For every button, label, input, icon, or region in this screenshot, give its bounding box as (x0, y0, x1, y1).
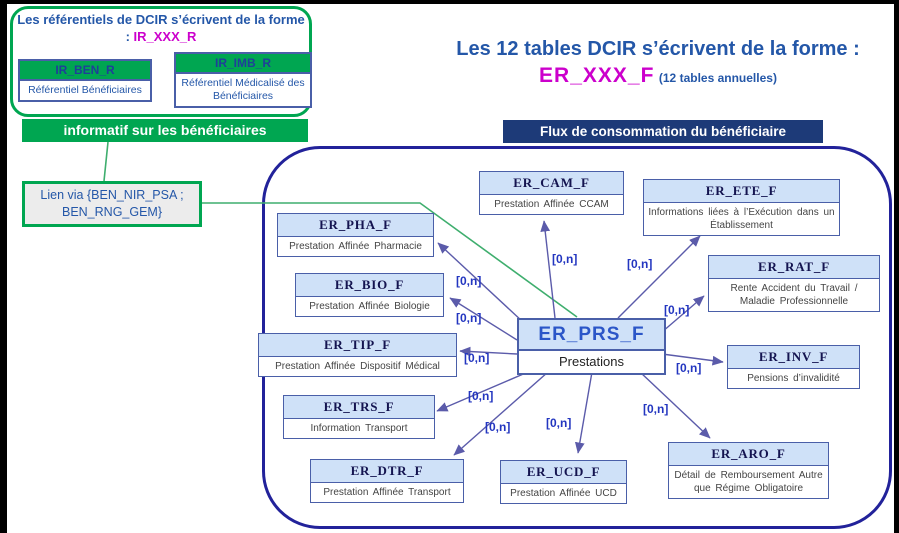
table-ir-imb-r: IR_IMB_R Référentiel Médicalisé des Béné… (174, 52, 312, 109)
table-er-aro-f-name: ER_ARO_F (669, 443, 828, 466)
table-er-dtr-f: ER_DTR_F Prestation Affinée Transport (310, 459, 464, 503)
cardinality-label-pha: [0,n] (456, 274, 482, 288)
table-er-tip-f-desc: Prestation Affinée Dispositif Médical (275, 361, 440, 372)
cardinality-label-dtr: [0,n] (485, 420, 511, 434)
cardinality-label-cam: [0,n] (552, 252, 578, 266)
table-er-ete-f: ER_ETE_F Informations liées à l’Exécutio… (643, 179, 840, 236)
cardinality-label-inv: [0,n] (676, 361, 702, 375)
table-er-pha-f: ER_PHA_F Prestation Affinée Pharmacie (277, 213, 434, 257)
table-er-trs-f-name: ER_TRS_F (284, 396, 434, 419)
cardinality-label-ete: [0,n] (627, 257, 653, 271)
table-er-bio-f-desc: Prestation Affinée Biologie (309, 301, 430, 312)
table-er-prs-f-name: ER_PRS_F (519, 320, 664, 351)
table-ir-ben-r: IR_BEN_R Référentiel Bénéficiaires (18, 59, 152, 103)
table-er-ete-f-desc: Informations liées à l’Exécution dans un… (648, 207, 835, 231)
table-er-cam-f-desc: Prestation Affinée CCAM (494, 199, 609, 210)
flux-banner: Flux de consommation du bénéficiaire (503, 120, 823, 143)
table-ir-ben-r-desc: Référentiel Bénéficiaires (28, 84, 142, 96)
table-er-trs-f: ER_TRS_F Information Transport (283, 395, 435, 439)
table-er-inv-f: ER_INV_F Pensions d’invalidité (727, 345, 860, 389)
beneficiaries-info-banner: informatif sur les bénéficiaires (22, 119, 308, 142)
table-er-cam-f-name: ER_CAM_F (480, 172, 623, 195)
table-er-rat-f-desc: Rente Accident du Travail / Maladie Prof… (730, 283, 858, 307)
table-er-rat-f: ER_RAT_F Rente Accident du Travail / Mal… (708, 255, 880, 312)
table-er-trs-f-desc: Information Transport (310, 423, 408, 434)
table-ir-imb-r-name: IR_IMB_R (176, 54, 310, 74)
frame-left-edge (0, 0, 7, 533)
table-er-dtr-f-desc: Prestation Affinée Transport (323, 487, 451, 498)
table-er-ucd-f-name: ER_UCD_F (501, 461, 626, 484)
referentials-title-text: Les référentiels de DCIR s’écrivent de l… (17, 12, 305, 44)
referentials-title: Les référentiels de DCIR s’écrivent de l… (16, 12, 306, 46)
table-er-rat-f-name: ER_RAT_F (709, 256, 879, 279)
table-er-ucd-f-desc: Prestation Affinée UCD (510, 488, 617, 499)
main-title-suffix: (12 tables annuelles) (658, 71, 777, 85)
cardinality-label-tip: [0,n] (464, 351, 490, 365)
table-er-ete-f-name: ER_ETE_F (644, 180, 839, 203)
link-note: Lien via {BEN_NIR_PSA ; BEN_RNG_GEM} (22, 181, 202, 227)
table-er-pha-f-name: ER_PHA_F (278, 214, 433, 237)
table-er-pha-f-desc: Prestation Affinée Pharmacie (289, 241, 422, 252)
table-er-bio-f-name: ER_BIO_F (296, 274, 443, 297)
cardinality-label-rat: [0,n] (664, 303, 690, 317)
table-er-tip-f-name: ER_TIP_F (259, 334, 456, 357)
table-er-inv-f-desc: Pensions d’invalidité (747, 373, 840, 384)
table-er-prs-f: ER_PRS_F Prestations (517, 318, 666, 375)
frame-top-edge (0, 0, 899, 4)
table-ir-ben-r-name: IR_BEN_R (20, 61, 150, 81)
cardinality-label-aro: [0,n] (643, 402, 669, 416)
table-er-inv-f-name: ER_INV_F (728, 346, 859, 369)
main-title: Les 12 tables DCIR s’écrivent de la form… (425, 38, 891, 88)
table-er-bio-f: ER_BIO_F Prestation Affinée Biologie (295, 273, 444, 317)
table-er-dtr-f-name: ER_DTR_F (311, 460, 463, 483)
table-ir-imb-r-desc: Référentiel Médicalisé des Bénéficiaires (181, 77, 305, 103)
referentials-title-code: IR_XXX_R (133, 28, 197, 44)
cardinality-label-ucd: [0,n] (546, 416, 572, 430)
cardinality-label-trs: [0,n] (468, 389, 494, 403)
cardinality-label-bio: [0,n] (456, 311, 482, 325)
table-er-aro-f: ER_ARO_F Détail de Remboursement Autre q… (668, 442, 829, 499)
table-er-cam-f: ER_CAM_F Prestation Affinée CCAM (479, 171, 624, 215)
table-er-ucd-f: ER_UCD_F Prestation Affinée UCD (500, 460, 627, 504)
main-title-line1: Les 12 tables DCIR s’écrivent de la form… (456, 38, 860, 60)
table-er-tip-f: ER_TIP_F Prestation Affinée Dispositif M… (258, 333, 457, 377)
table-er-aro-f-desc: Détail de Remboursement Autre que Régime… (674, 470, 823, 494)
main-title-code: ER_XXX_F (539, 64, 655, 87)
main-title-line2: ER_XXX_F (12 tables annuelles) (425, 64, 891, 88)
table-er-prs-f-desc: Prestations (558, 354, 625, 369)
frame-right-edge (894, 0, 899, 533)
